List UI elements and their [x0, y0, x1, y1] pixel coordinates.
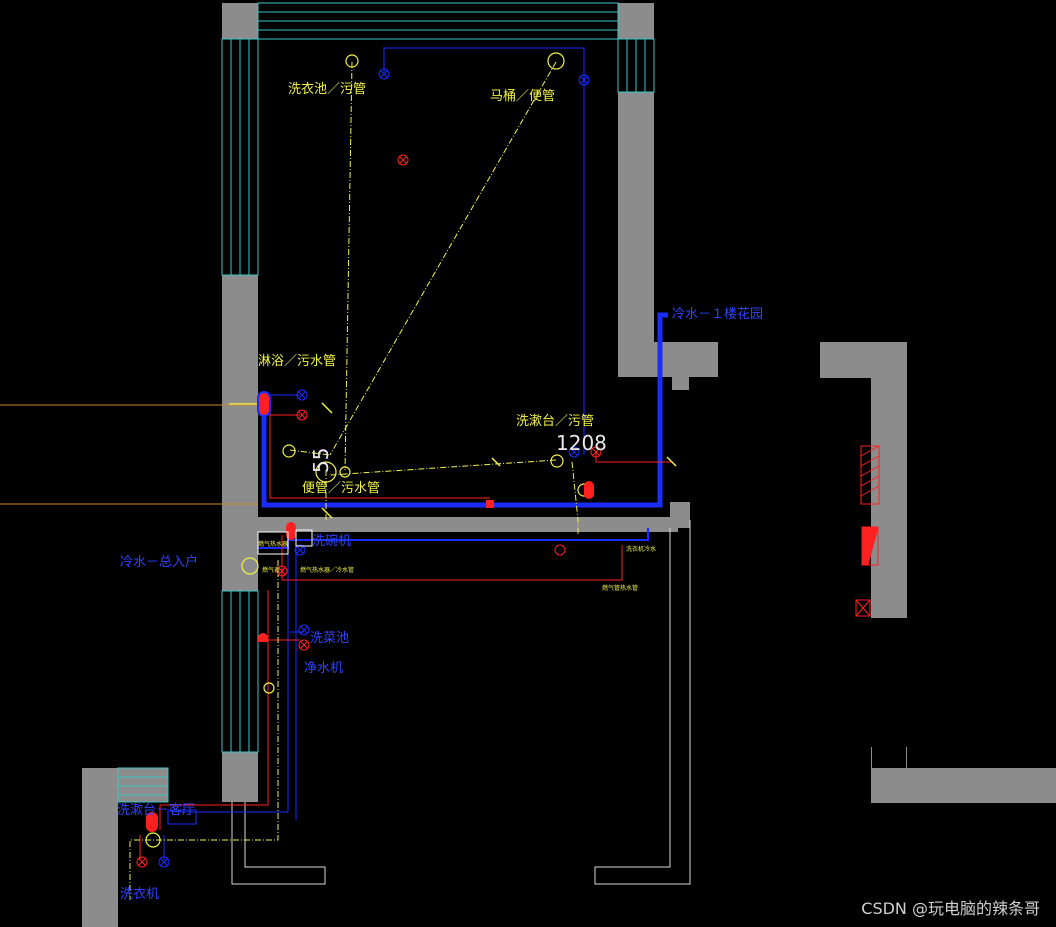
basin-drain-point [550, 454, 564, 468]
kitchen-equipment [167, 529, 313, 825]
kitchen-hot-pipe [281, 535, 623, 581]
gas-heater-box [257, 531, 289, 555]
label-small-note-1: 洗衣机冷水 [626, 545, 656, 553]
wall-top-left-column [222, 3, 258, 39]
red-switch-fill [861, 526, 879, 566]
hatch-3 [860, 465, 880, 477]
drain-lines [129, 61, 579, 900]
wall-bottom-left-vertical [82, 768, 118, 927]
label-soil-pipe: 便管／污水管 [302, 481, 380, 496]
hatch-4 [860, 475, 880, 487]
toilet-drain-point [547, 52, 565, 70]
right-wall-red-items [855, 445, 880, 617]
red-valve-x2 [855, 599, 871, 617]
kitchen-hot-pipe-2 [159, 590, 269, 830]
hatched-panel [860, 445, 880, 505]
laundry-drain [344, 61, 353, 471]
stack-small-point [339, 466, 351, 478]
label-water-purifier: 净水机 [304, 661, 343, 676]
wall-right-stub [618, 342, 718, 377]
tick-2 [321, 507, 333, 519]
valves [136, 68, 602, 868]
kitchen-drain [129, 560, 279, 900]
label-shower: 淋浴／污水管 [258, 354, 336, 369]
wall-middle-right-post [670, 502, 690, 528]
hatch-1 [860, 445, 880, 457]
hatch-5 [860, 485, 880, 497]
label-laundry-sink: 洗衣池／污管 [288, 81, 366, 97]
labels: 洗衣池／污管 马桶／便管 淋浴／污水管 洗漱台／污管 1208 55 便管／污水… [117, 81, 763, 902]
floor-drain-marker [486, 500, 494, 508]
label-dishwasher: 洗碗机 [312, 533, 351, 549]
windows [117, 2, 655, 803]
shower-drain [289, 449, 331, 456]
bathroom-hot-pipe [269, 400, 490, 499]
valve-red [136, 154, 602, 868]
wall-notch-1 [168, 768, 222, 802]
soil-stack-point [315, 461, 337, 483]
tick-3 [491, 457, 501, 467]
laundry-drain-point [345, 54, 359, 68]
wall-openings [168, 747, 906, 802]
gas-meter-box [295, 529, 313, 547]
label-cold-water-garden: 冷水－１楼花园 [672, 306, 763, 322]
taps [146, 391, 594, 832]
basin-drain-down [571, 461, 579, 535]
washbasin-tap [146, 812, 158, 832]
watermark: CSDN @玩电脑的辣条哥 [861, 899, 1040, 918]
label-washing-machine: 洗衣机 [120, 886, 159, 902]
label-cold-water-inlet: 冷水－总入户 [120, 554, 198, 570]
label-gas-meter: 燃气表 [262, 566, 280, 574]
valve-blue [158, 68, 590, 868]
label-small-note-2: 燃气管热水管 [602, 584, 638, 592]
label-dim-55: 55 [309, 448, 333, 473]
wall-far-right-vertical [871, 342, 907, 618]
basin-cabinet-box [167, 809, 197, 825]
bathroom-thin-pipe-top [383, 47, 585, 455]
wall-middle-horizontal [222, 517, 678, 532]
wall-left-upper [222, 275, 258, 518]
room-outlines [231, 520, 691, 885]
reference-lines [0, 404, 258, 505]
basin-tap [584, 481, 594, 499]
inlet-point [241, 557, 259, 575]
washer-drain-point [145, 832, 161, 848]
hatch-2 [860, 455, 880, 467]
wall-far-right-bottom [871, 768, 1056, 803]
toilet-drain [329, 61, 557, 456]
wall-left-mid [222, 517, 258, 591]
red-valve-box [855, 599, 871, 617]
drain-fixtures [145, 52, 591, 848]
bathroom-main-pipe [261, 312, 668, 508]
lower-room-right-outline [594, 528, 691, 885]
wall-right-upper [618, 92, 654, 377]
hot-water-pipes [139, 400, 672, 860]
label-basin-living: 洗漱台－客厅 [117, 802, 195, 818]
wall-notch-2 [872, 747, 906, 768]
kitchen-drain-point [263, 682, 275, 694]
basin-hot-pipe [595, 452, 672, 463]
shower-tap [257, 391, 271, 417]
basin-drain [329, 459, 557, 476]
window-bottom-left [117, 767, 169, 803]
lower-room-left-outline [231, 802, 326, 885]
shower-drain-point [282, 444, 296, 458]
tick-4 [666, 456, 677, 467]
label-gas-heater: 燃气热水器 [258, 540, 288, 548]
walls [82, 3, 1056, 927]
wall-right-stub-small [672, 377, 689, 390]
label-basin: 洗漱台／污管 [516, 414, 594, 429]
label-dim-1208: 1208 [556, 431, 607, 455]
kitchen-pipe-run-2 [180, 545, 289, 813]
drain-ticks [229, 402, 677, 519]
label-kitchen-sink: 洗菜池 [310, 631, 349, 646]
sink-tap [258, 633, 268, 642]
wall-top-right-column [618, 3, 654, 39]
label-toilet: 马桶／便管 [490, 89, 555, 104]
label-kitchen-note: 燃气热水器／冷水管 [300, 566, 354, 574]
tick-1 [321, 402, 333, 414]
